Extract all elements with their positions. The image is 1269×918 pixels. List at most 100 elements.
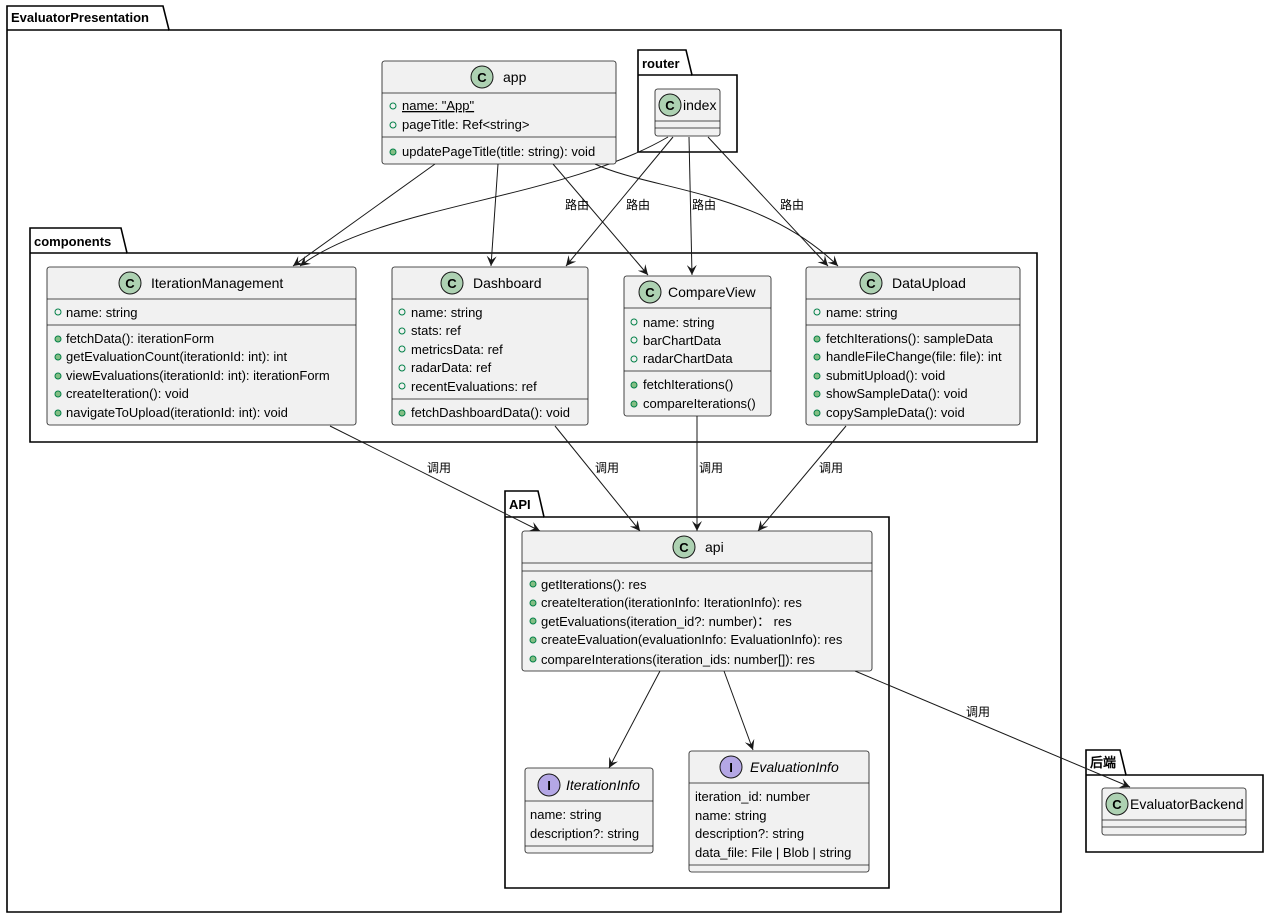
class-name: Dashboard [473,275,542,291]
edge-label-route: 路由 [780,197,804,212]
method: createEvaluation(evaluationInfo: Evaluat… [541,632,843,647]
field-visibility-icon [389,102,397,110]
class-spot-icon [672,535,696,559]
class-evaluator-backend[interactable]: C EvaluatorBackend [1101,787,1247,836]
edge-label-route: 路由 [626,197,650,212]
edge-api-evaluation-info [723,670,755,751]
package-title: API [509,497,531,512]
svg-text:I: I [729,760,733,775]
class-app[interactable]: C app name: "App" pageTitle: Ref<string>… [381,60,617,165]
field: pageTitle: Ref<string> [402,117,529,132]
method-visibility-icon [813,390,821,398]
package-title: components [34,234,111,249]
class-name: IterationManagement [151,275,283,291]
field-visibility-icon [630,336,638,344]
method-visibility-icon [630,400,638,408]
edge-label-call: 调用 [819,461,843,475]
method: getIterations(): res [541,577,647,592]
field: name: string [695,808,767,823]
interface-iteration-info[interactable]: I IterationInfo name: string description… [524,767,654,854]
field: metricsData: ref [411,342,503,357]
edge-iteration-management-api [329,425,541,532]
class-name: CompareView [668,284,757,300]
package-backend: 后端 [1085,749,1264,853]
svg-text:C: C [866,276,876,291]
edge-app-data-upload [594,163,839,267]
svg-text:C: C [679,540,689,555]
svg-text:C: C [447,276,457,291]
class-compare-view[interactable]: C CompareView name: string barChartData … [623,275,772,417]
edge-api-iteration-info [608,670,661,769]
field-visibility-icon [398,382,406,390]
method: updatePageTitle(title: string): void [402,144,595,159]
method: compareIterations() [643,396,756,411]
method: viewEvaluations(iterationId: int): itera… [66,368,330,383]
package-title: 后端 [1090,755,1116,770]
method-visibility-icon [813,353,821,361]
field: name: string [411,305,483,320]
package-title: EvaluatorPresentation [11,10,149,25]
edge-labels: 路由 路由 路由 路由 调用 调用 调用 调用 调用 [427,197,990,719]
edge-label-route: 路由 [565,197,589,212]
svg-text:C: C [645,285,655,300]
class-spot-icon [1105,792,1129,816]
edge-dashboard-api [554,425,641,532]
svg-text:I: I [547,778,551,793]
method-visibility-icon [813,335,821,343]
method-visibility-icon [529,580,537,588]
edge-api-backend [854,670,1131,788]
edge-data-upload-api [757,425,847,532]
edge-app-iteration-management [292,163,436,267]
method: submitUpload(): void [826,368,945,383]
field: stats: ref [411,323,461,338]
class-name: index [683,97,716,113]
field-visibility-icon [398,345,406,353]
field: radarData: ref [411,360,492,375]
edge-label-route: 路由 [692,197,716,212]
method-visibility-icon [529,599,537,607]
svg-text:C: C [125,276,135,291]
field: radarChartData [643,351,733,366]
class-dashboard[interactable]: C Dashboard name: string stats: ref metr… [391,266,589,426]
package-evaluator-presentation: EvaluatorPresentation [6,5,1062,913]
class-spot-icon [470,65,494,89]
edge-label-call: 调用 [427,461,451,475]
edge-label-call: 调用 [966,705,990,719]
field: recentEvaluations: ref [411,379,537,394]
interface-spot-icon [719,755,743,779]
class-router-index[interactable]: C index [654,88,721,137]
field: name: string [66,305,138,320]
method: fetchIterations() [643,377,733,392]
field-visibility-icon [398,308,406,316]
class-api[interactable]: C api getIterations(): res createIterati… [521,530,873,672]
field-visibility-icon [630,318,638,326]
class-name: app [503,69,527,85]
field-visibility-icon [398,364,406,372]
class-name: DataUpload [892,275,966,291]
svg-text:C: C [1112,797,1122,812]
class-data-upload[interactable]: C DataUpload name: string fetchIteration… [805,266,1021,426]
class-iteration-management[interactable]: C IterationManagement name: string fetch… [46,266,357,426]
method: compareInterations(iteration_ids: number… [541,652,815,667]
method: showSampleData(): void [826,386,968,401]
method: navigateToUpload(iterationId: int): void [66,405,288,420]
edge-router-data-upload [707,136,829,267]
method-visibility-icon [529,617,537,625]
interface-evaluation-info[interactable]: I EvaluationInfo iteration_id: number na… [688,750,870,873]
edge-app-compare-view [552,163,649,276]
interface-name: EvaluationInfo [750,759,839,775]
method: fetchDashboardData(): void [411,405,570,420]
method: getEvaluations(iteration_id?: number)： r… [541,614,792,629]
field: data_file: File | Blob | string [695,845,851,860]
field: description?: string [530,826,639,841]
svg-text:C: C [477,70,487,85]
svg-text:C: C [665,98,675,113]
method: createIteration(): void [66,386,189,401]
edge-label-call: 调用 [595,461,619,475]
method-visibility-icon [813,409,821,417]
package-title: router [642,56,680,71]
field: name: string [530,807,602,822]
interface-spot-icon [537,773,561,797]
edge-router-dashboard [565,136,674,267]
interface-name: IterationInfo [566,777,640,793]
